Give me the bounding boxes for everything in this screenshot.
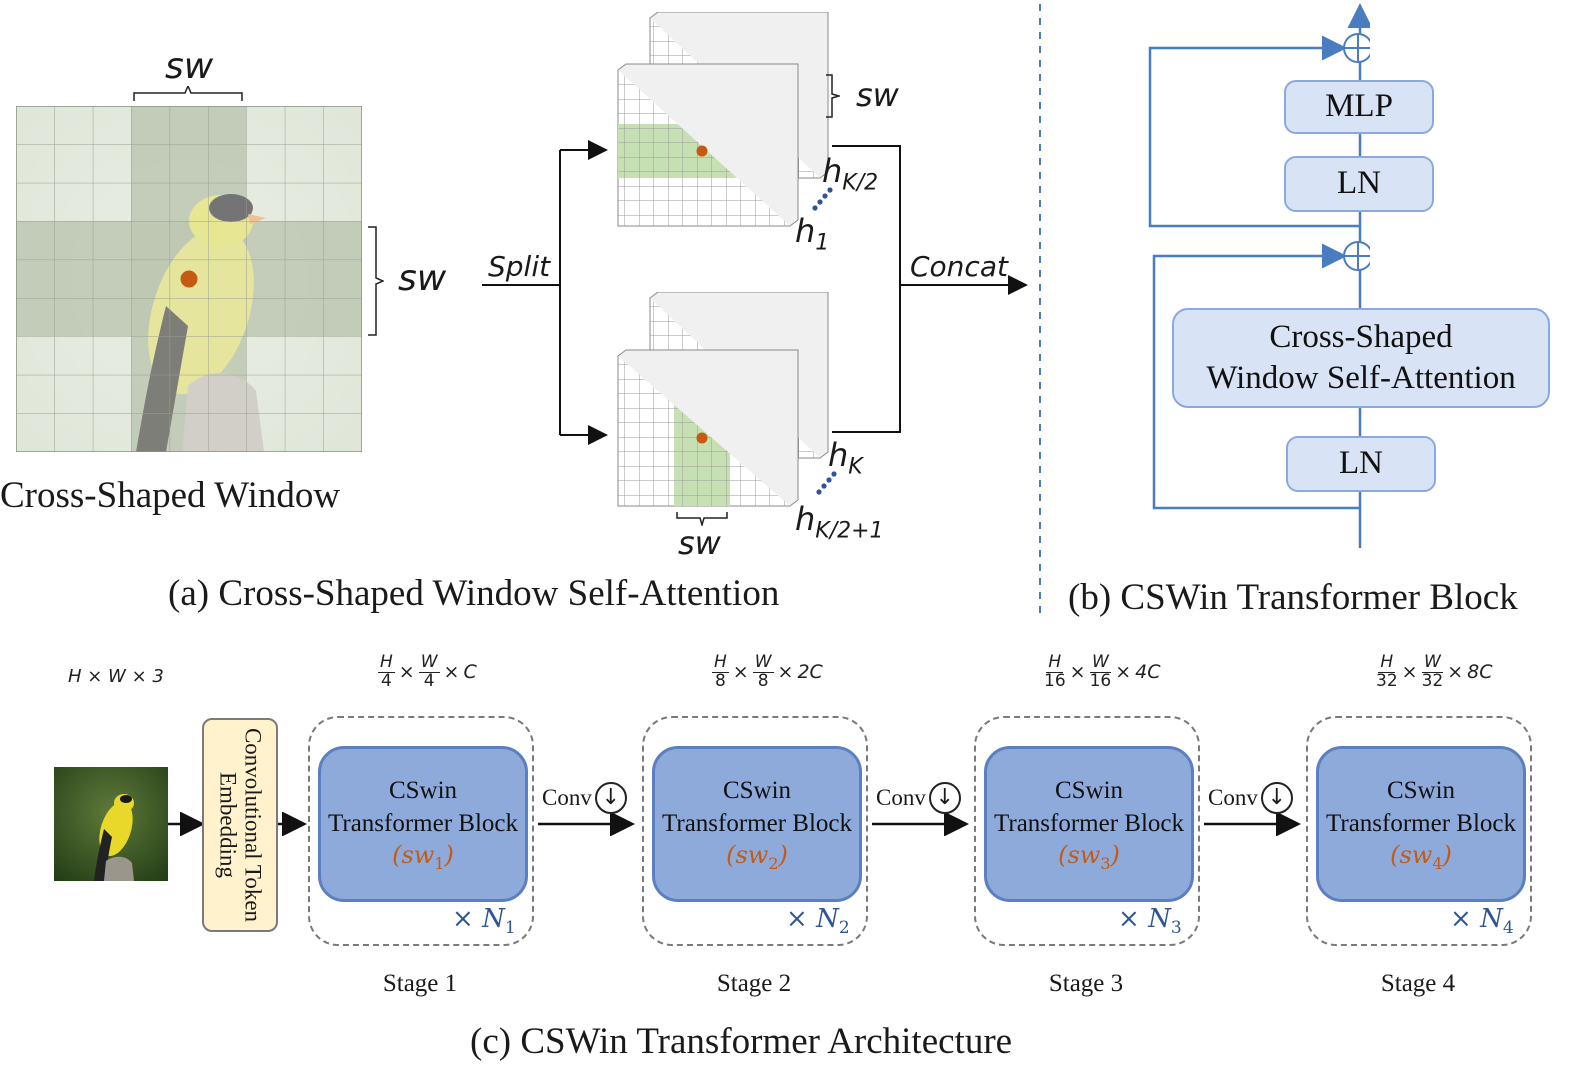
stage-1-block: CSwin Transformer Block (sw1) bbox=[318, 746, 528, 902]
ln-top-box: LN bbox=[1284, 156, 1434, 212]
conv-label: Conv bbox=[1208, 785, 1258, 810]
stage-2-block-line2: Transformer Block bbox=[661, 810, 853, 838]
caption-a: (a) Cross-Shaped Window Self-Attention bbox=[168, 573, 780, 614]
caption-b: (b) CSWin Transformer Block bbox=[1068, 577, 1518, 618]
stage-1-dashed-group bbox=[308, 716, 534, 946]
query-point bbox=[180, 270, 198, 288]
stage-2-repeat: × N2 bbox=[786, 904, 850, 939]
token-embedding-box: Convolutional Token Embedding bbox=[202, 718, 278, 932]
concat-arrows bbox=[832, 145, 1028, 433]
stage-4-repeat: × N4 bbox=[1450, 904, 1514, 939]
stage-3-sw: (sw3) bbox=[1058, 841, 1120, 873]
cross-shaped-window-label: Cross-Shaped Window bbox=[0, 475, 341, 516]
bird-grid-image bbox=[15, 105, 363, 453]
stage-3-repeat: × N3 bbox=[1118, 904, 1182, 939]
sw-side-label: sw bbox=[398, 258, 447, 299]
stage-3-block-line1: CSwin bbox=[1054, 777, 1124, 805]
stage-4-block-line2: Transformer Block bbox=[1325, 810, 1517, 838]
stage-4-block-line1: CSwin bbox=[1386, 777, 1456, 805]
bird-grid-svg bbox=[15, 105, 363, 453]
sw-grid-bottom-label: sw bbox=[678, 524, 721, 562]
stage-2-sw: (sw2) bbox=[726, 841, 788, 873]
head-k-label: hK bbox=[828, 436, 863, 480]
attention-line1: Cross-Shaped bbox=[1269, 318, 1453, 355]
bottom-attention-grids bbox=[617, 292, 829, 507]
stage-2-label: Stage 2 bbox=[716, 970, 792, 997]
caption-c: (c) CSWin Transformer Architecture bbox=[470, 1021, 1013, 1062]
conv-down-3: Conv ↓ bbox=[1208, 782, 1293, 814]
stage-3-dashed-group bbox=[974, 716, 1200, 946]
conv-down-2: Conv ↓ bbox=[876, 782, 961, 814]
stage-1-block-line1: CSwin bbox=[388, 777, 458, 805]
stage-2-block-line1: CSwin bbox=[722, 777, 792, 805]
head-k2-label: hK/2 bbox=[822, 152, 879, 196]
input-dim: H × W × 3 bbox=[68, 666, 164, 687]
stage-3-label: Stage 3 bbox=[1048, 970, 1124, 997]
head-dots-top bbox=[812, 187, 833, 211]
conv-label: Conv bbox=[542, 785, 592, 810]
stage-3-block: CSwin Transformer Block (sw3) bbox=[984, 746, 1194, 902]
head-k2plus1-label: hK/2+1 bbox=[795, 500, 884, 544]
attention-line2: Window Self-Attention bbox=[1206, 360, 1516, 396]
downsample-icon: ↓ bbox=[1260, 782, 1293, 814]
top-attention-grids bbox=[617, 12, 829, 227]
downsample-icon: ↓ bbox=[594, 782, 627, 814]
panel-divider bbox=[1039, 4, 1041, 618]
stage-1-sw: (sw1) bbox=[392, 841, 454, 873]
stage-1-block-line2: Transformer Block bbox=[327, 810, 519, 838]
downsample-icon: ↓ bbox=[928, 782, 961, 814]
stage-4-sw: (sw4) bbox=[1390, 841, 1452, 873]
split-arrows bbox=[482, 140, 608, 445]
input-arrows bbox=[168, 812, 307, 836]
token-embedding-label: Convolutional Token Embedding bbox=[215, 727, 266, 923]
stage-3-block-line2: Transformer Block bbox=[993, 810, 1185, 838]
sw-grid-top-label: sw bbox=[856, 76, 899, 114]
concat-label: Concat bbox=[910, 250, 1008, 283]
stage-1-repeat: × N1 bbox=[452, 904, 516, 939]
input-bird-image bbox=[54, 767, 168, 881]
stage-2-dashed-group bbox=[642, 716, 868, 946]
sw-side-brace bbox=[368, 226, 385, 336]
stage-4-block: CSwin Transformer Block (sw4) bbox=[1316, 746, 1526, 902]
stage-2-to-3-arrow bbox=[872, 812, 969, 836]
stage-4-dashed-group bbox=[1306, 716, 1532, 946]
head-dots-bottom bbox=[816, 471, 837, 495]
conv-label: Conv bbox=[876, 785, 926, 810]
stage-1-to-2-arrow bbox=[538, 812, 635, 836]
stage-2-block: CSwin Transformer Block (sw2) bbox=[652, 746, 862, 902]
ln-bottom-box: LN bbox=[1286, 436, 1436, 492]
sw-grid-bottom-brace bbox=[676, 512, 728, 528]
stage-1-label: Stage 1 bbox=[382, 970, 458, 997]
mlp-box: MLP bbox=[1284, 80, 1434, 134]
split-label: Split bbox=[488, 250, 551, 283]
stage-4-label: Stage 4 bbox=[1380, 970, 1456, 997]
attention-box: Cross-Shaped Window Self-Attention bbox=[1172, 308, 1550, 408]
head-1-label: h1 bbox=[795, 212, 830, 256]
sw-grid-top-brace bbox=[826, 74, 842, 118]
stage-3-to-4-arrow bbox=[1204, 812, 1301, 836]
sw-top-label: sw bbox=[165, 46, 214, 87]
sw-top-brace bbox=[133, 84, 243, 102]
conv-down-1: Conv ↓ bbox=[542, 782, 627, 814]
